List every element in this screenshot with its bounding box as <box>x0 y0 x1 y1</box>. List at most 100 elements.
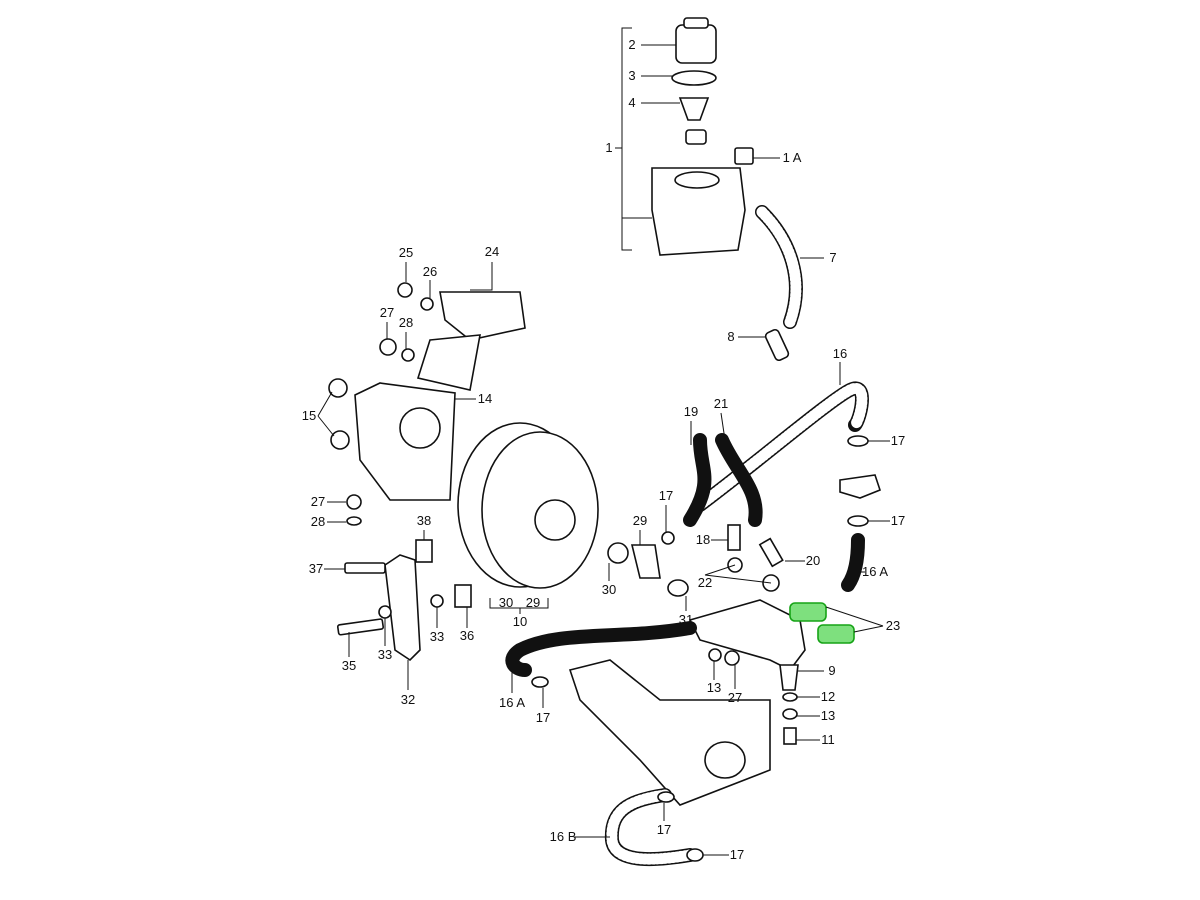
fitting-20 <box>758 537 784 568</box>
label-22: 22 <box>697 575 713 590</box>
label-38: 38 <box>416 513 432 528</box>
fluid-reservoir <box>651 167 746 256</box>
label-17: 17 <box>890 433 906 448</box>
label-2: 2 <box>628 37 636 52</box>
reservoir-clip <box>734 147 754 165</box>
washer-13b <box>708 648 722 662</box>
label-32: 32 <box>400 692 416 707</box>
housing-port <box>704 741 746 779</box>
label-9: 9 <box>828 663 836 678</box>
clamp-17f <box>686 848 704 862</box>
label-31: 31 <box>678 612 694 627</box>
washer-13 <box>782 708 798 720</box>
label-37: 37 <box>308 561 324 576</box>
label-12: 12 <box>820 689 836 704</box>
label-30: 30 <box>601 582 617 597</box>
hose-16a-right <box>841 533 865 592</box>
seal-31 <box>667 579 689 597</box>
label-16b: 16 B <box>549 829 577 844</box>
housing <box>568 659 771 806</box>
clip-36 <box>454 584 472 608</box>
label-17: 17 <box>656 822 672 837</box>
label-4: 4 <box>628 95 636 110</box>
label-30: 30 <box>498 595 514 610</box>
label-14: 14 <box>477 391 493 406</box>
bush-15b <box>330 430 350 450</box>
label-33: 33 <box>377 647 393 662</box>
label-1: 1 <box>605 140 613 155</box>
valve-fitting <box>839 474 881 499</box>
label-19: 19 <box>683 404 699 419</box>
label-35: 35 <box>341 658 357 673</box>
label-28: 28 <box>398 315 414 330</box>
label-18: 18 <box>695 532 711 547</box>
label-33: 33 <box>429 629 445 644</box>
hose-16a-left <box>505 621 697 677</box>
leader-lines <box>317 44 890 856</box>
washer-12 <box>782 692 798 702</box>
reservoir-cap <box>675 17 717 64</box>
nut-27b <box>346 494 362 510</box>
brake-booster <box>457 422 599 589</box>
label-11: 11 <box>821 732 835 747</box>
clamp-17e <box>657 791 675 803</box>
label-13: 13 <box>820 708 836 723</box>
label-21: 21 <box>713 396 729 411</box>
master-cylinder <box>688 599 806 672</box>
label-27: 27 <box>727 690 743 705</box>
label-3: 3 <box>628 68 636 83</box>
label-17: 17 <box>890 513 906 528</box>
label-29: 29 <box>525 595 541 610</box>
bracket-24 <box>416 291 526 391</box>
washer-28 <box>401 348 415 362</box>
label-16: 16 <box>832 346 848 361</box>
label-29: 29 <box>632 513 648 528</box>
label-27: 27 <box>379 305 395 320</box>
washer-26 <box>420 297 434 311</box>
label-17: 17 <box>535 710 551 725</box>
label-13: 13 <box>706 680 722 695</box>
label-10: 10 <box>512 614 528 629</box>
elbow-29 <box>630 544 661 579</box>
label-16a: 16 A <box>498 695 526 710</box>
assembly-bracket <box>615 27 652 251</box>
spacer-33a <box>378 605 392 619</box>
clip-38 <box>415 539 433 563</box>
label-16a: 16 A <box>861 564 889 579</box>
reservoir-seal <box>671 70 717 86</box>
hose-19 <box>683 433 712 527</box>
bolt-11 <box>783 727 797 745</box>
label-23: 23 <box>885 618 901 633</box>
fitting-18 <box>727 524 741 551</box>
label-17: 17 <box>729 847 745 862</box>
label-24: 24 <box>484 244 500 259</box>
label-20: 20 <box>805 553 821 568</box>
label-28: 28 <box>310 514 326 529</box>
label-17: 17 <box>658 488 674 503</box>
clamp-17b <box>847 515 869 527</box>
label-1a: 1 A <box>782 150 802 165</box>
hose-21 <box>715 433 763 527</box>
label-7: 7 <box>829 250 837 265</box>
nut-27c <box>724 650 740 666</box>
spacer-33b <box>430 594 444 608</box>
bracket-14 <box>354 382 456 501</box>
clamp-17d <box>531 676 549 688</box>
bolt-35 <box>336 618 385 636</box>
label-15: 15 <box>301 408 317 423</box>
bolt-37 <box>344 562 386 574</box>
bolt-25 <box>397 282 413 298</box>
nut-27 <box>379 338 397 356</box>
label-8: 8 <box>727 329 735 344</box>
label-36: 36 <box>459 628 475 643</box>
clamp-17c <box>661 531 675 545</box>
clamp-17a <box>847 435 869 447</box>
washer-28b <box>346 516 362 526</box>
bush-15a <box>328 378 348 398</box>
fitting-9 <box>779 664 799 691</box>
label-25: 25 <box>398 245 414 260</box>
grommet-30 <box>607 542 629 564</box>
label-26: 26 <box>422 264 438 279</box>
